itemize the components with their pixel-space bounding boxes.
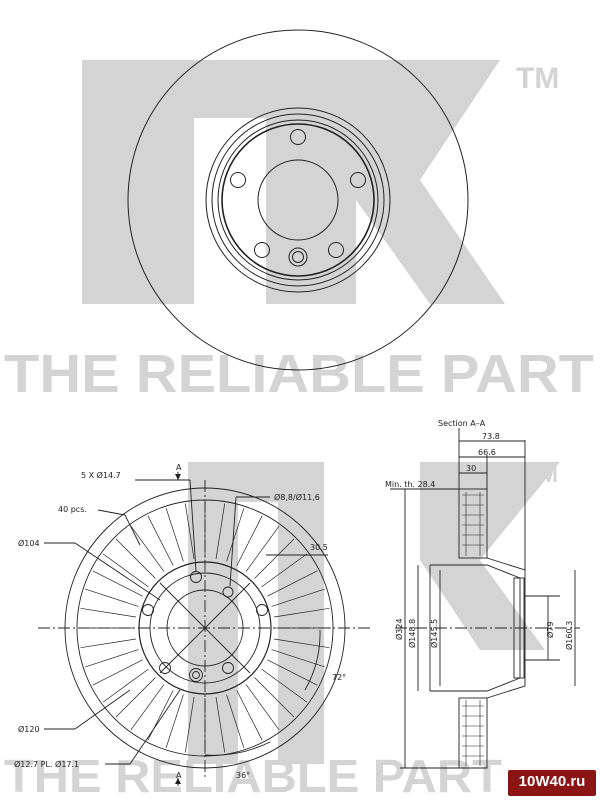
vane: [80, 607, 136, 618]
pcd-label: Ø12.7 PL. Ø17.1: [14, 759, 79, 769]
width-disc-label: 30: [466, 464, 476, 473]
vane: [254, 677, 295, 718]
pin-hole: [288, 247, 308, 267]
vane: [85, 649, 139, 668]
site-badge-label: 10W40.ru: [518, 773, 586, 790]
vane: [130, 525, 165, 572]
vane: [254, 538, 295, 579]
bolt-hole: [230, 172, 246, 188]
watermark-logo-bottom: TM: [188, 462, 560, 764]
vane: [261, 553, 308, 588]
bolt-hole: [222, 662, 234, 674]
bolt-hole: [290, 129, 306, 145]
width-hat-label: 66.6: [478, 448, 496, 457]
pin-hole: [189, 668, 203, 682]
angle-72-label: 72°: [332, 673, 346, 682]
angle-36-label: 36°: [236, 771, 250, 780]
vane: [92, 570, 143, 597]
pin-hole: [222, 586, 234, 598]
vane: [147, 515, 174, 566]
dia-145-5-label: Ø145.5: [429, 619, 439, 648]
vane: [267, 659, 318, 686]
min-thickness-label: Min. th. 28.4: [385, 480, 435, 489]
dim-30-5-label: 30.5: [310, 543, 328, 552]
vane: [215, 503, 226, 559]
disc-face-view: [127, 29, 469, 371]
dia-160-3-label: Ø160.3: [564, 621, 574, 650]
dia-79-label: Ø79: [545, 622, 555, 638]
dia-324-label: Ø324: [394, 618, 404, 640]
vane: [85, 588, 139, 607]
trademark-bottom: TM: [526, 462, 558, 487]
vane: [165, 694, 184, 748]
vane: [271, 588, 325, 607]
vane: [80, 638, 136, 649]
tagline-bottom: THE RELIABLE PART: [4, 750, 502, 800]
vane: [236, 690, 263, 741]
vane: [226, 694, 245, 748]
bolt-hole: [142, 604, 154, 616]
vane: [245, 684, 280, 731]
vane: [92, 659, 143, 686]
vane: [184, 697, 195, 753]
bolt-hole: [254, 242, 270, 258]
vane: [215, 697, 226, 753]
vane: [184, 503, 195, 559]
width-overall-label: 73.8: [482, 432, 500, 441]
tagline-top: THE RELIABLE PART: [4, 344, 594, 404]
dia-120-label: Ø120: [18, 724, 40, 734]
bolt-hole: [328, 242, 344, 258]
pin-holes-label: Ø8,8/Ø11,6: [274, 492, 320, 502]
disc-front-view: [38, 472, 372, 786]
site-badge[interactable]: 10W40.ru: [508, 770, 596, 796]
section-view: [390, 428, 580, 769]
dia-104-label: Ø104: [18, 538, 40, 548]
section-title: Section A–A: [438, 419, 486, 428]
vane: [274, 607, 330, 618]
bolt-hole: [159, 662, 171, 674]
bolt-hole: [350, 172, 366, 188]
cooling-vanes: [79, 502, 331, 754]
vane: [102, 553, 149, 588]
bolt-hole: [190, 571, 202, 583]
vane: [236, 515, 263, 566]
section-mark-top: A: [176, 463, 182, 472]
vane: [165, 508, 184, 562]
trademark-top: TM: [516, 62, 559, 95]
vane: [115, 538, 156, 579]
vane: [115, 677, 156, 718]
vane: [130, 684, 165, 731]
bolt-hole: [256, 604, 268, 616]
bolt-holes-label: 5 X Ø14.7: [81, 470, 121, 480]
vane: [274, 638, 330, 649]
vane: [102, 668, 149, 703]
watermark-logo-top: TM: [82, 60, 559, 304]
vane: [267, 570, 318, 597]
vane: [226, 508, 245, 562]
dia-148-8-label: Ø148.8: [407, 619, 417, 648]
vane: [261, 668, 308, 703]
vanes-label: 40 pcs.: [58, 505, 87, 514]
section-mark-bottom: A: [176, 771, 182, 780]
vane: [245, 525, 280, 572]
